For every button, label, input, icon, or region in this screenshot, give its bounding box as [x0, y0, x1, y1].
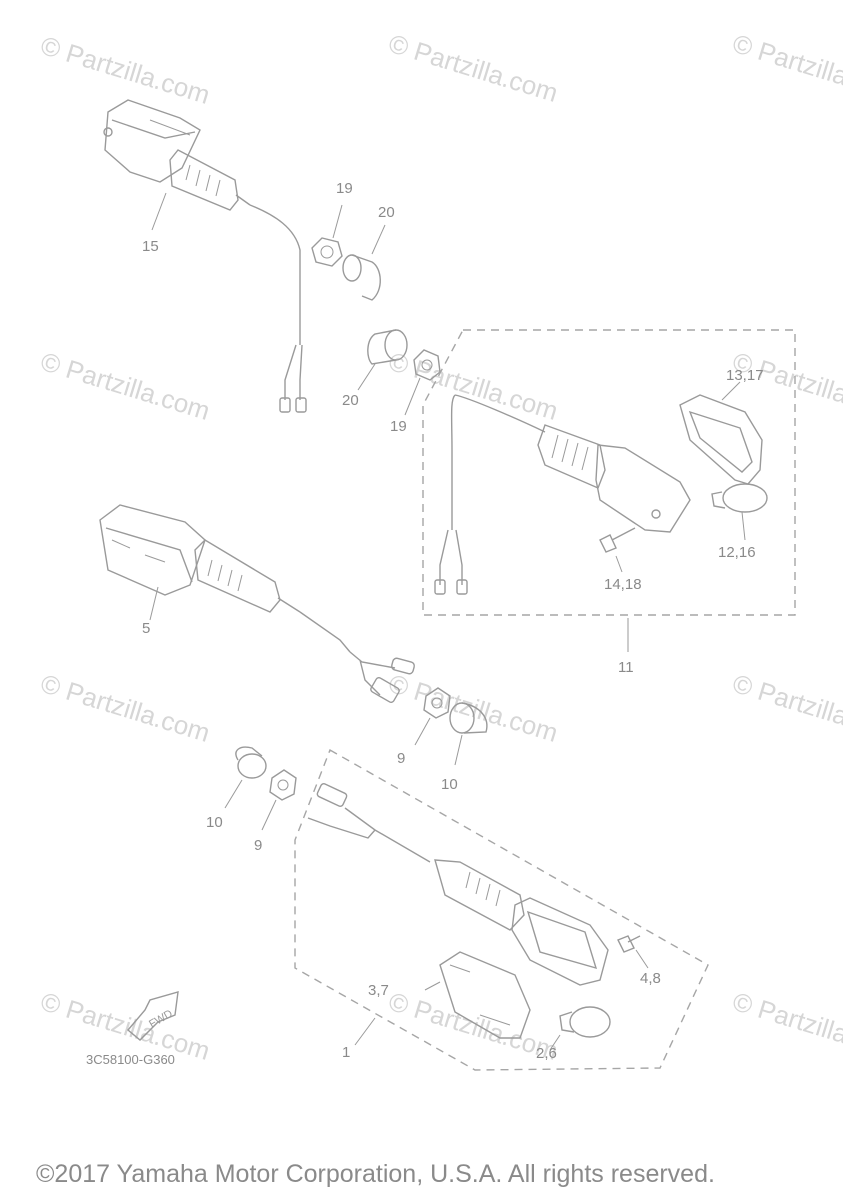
lens-3-7 [424, 951, 531, 1039]
part-label-20-upper[interactable]: 20 [378, 204, 395, 221]
part-label-11[interactable]: 11 [618, 659, 634, 676]
part-label-14-18[interactable]: 14,18 [604, 576, 642, 593]
grommet-10-right [449, 702, 488, 766]
diagram-code: 3C58100-G360 [86, 1052, 175, 1067]
screw-14-18 [599, 527, 636, 573]
copyright-notice: ©2017 Yamaha Motor Corporation, U.S.A. A… [36, 1160, 715, 1188]
nut-9-left [261, 769, 297, 831]
part-label-9-left[interactable]: 9 [254, 837, 263, 854]
part-label-20-lower[interactable]: 20 [342, 392, 359, 409]
lens-13-17 [679, 381, 763, 485]
turn-signal-5 [99, 504, 415, 704]
assembly-1-leader [354, 1017, 376, 1046]
part-label-1[interactable]: 1 [342, 1044, 351, 1061]
part-label-4-8[interactable]: 4,8 [640, 970, 661, 987]
assembly-11-boundary [422, 329, 796, 616]
grommet-20-lower [357, 329, 408, 391]
part-label-3-7[interactable]: 3,7 [368, 982, 389, 999]
nut-19-upper [311, 204, 343, 267]
bulb-2-6 [549, 1006, 611, 1051]
part-label-9-right[interactable]: 9 [397, 750, 406, 767]
part-label-19-upper[interactable]: 19 [336, 180, 353, 197]
part-label-10-right[interactable]: 10 [441, 776, 458, 793]
part-label-5[interactable]: 5 [142, 620, 151, 637]
part-label-2-6[interactable]: 2,6 [536, 1045, 557, 1062]
part-label-13-17[interactable]: 13,17 [726, 367, 764, 384]
grommet-20-upper [342, 224, 386, 301]
grommet-10-left [224, 746, 267, 809]
part-label-15[interactable]: 15 [142, 238, 159, 255]
assembly-1-boundary [294, 748, 709, 1071]
turn-signal-1 [307, 783, 609, 986]
screw-4-8 [617, 935, 649, 969]
fwd-arrow-icon: FWD [127, 991, 179, 1041]
turn-signal-15 [103, 99, 307, 413]
nut-9-right [414, 687, 451, 746]
part-label-10-left[interactable]: 10 [206, 814, 223, 831]
part-label-12-16[interactable]: 12,16 [718, 544, 756, 561]
bulb-12-16 [711, 483, 768, 541]
turn-signal-11 [434, 394, 691, 595]
fwd-label: FWD [147, 1008, 175, 1031]
part-label-19-lower[interactable]: 19 [390, 418, 407, 435]
